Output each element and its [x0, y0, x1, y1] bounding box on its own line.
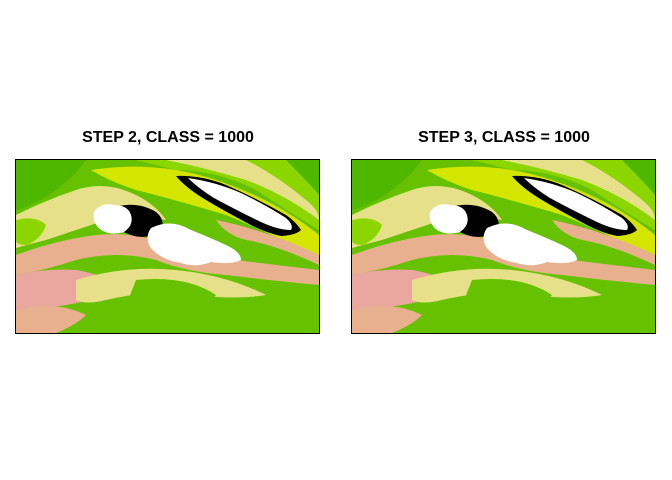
terrain-base: [452, 279, 552, 333]
void-white: [524, 178, 628, 230]
raster-map-svg: [16, 160, 319, 333]
terrain-light-green: [16, 218, 46, 245]
terrain-pale-yellow: [16, 186, 166, 248]
void-white: [429, 204, 468, 234]
raster-map-svg: [352, 160, 655, 333]
map-panel-step-2: STEP 2, CLASS = 1000: [15, 129, 320, 334]
terrain-dark-green: [286, 160, 319, 195]
terrain-pale-yellow: [352, 186, 502, 248]
panel-title: STEP 3, CLASS = 1000: [418, 129, 590, 146]
raster-map: [15, 159, 320, 334]
terrain-dark-green: [16, 160, 86, 210]
map-panel-step-3: STEP 3, CLASS = 1000: [336, 0, 672, 480]
terrain-pale-yellow: [502, 160, 655, 220]
terrain-yellow: [427, 166, 655, 260]
void-white: [93, 204, 132, 234]
terrain-salmon: [352, 234, 655, 285]
terrain-salmon: [16, 234, 319, 285]
terrain-dark-green: [622, 160, 655, 195]
terrain-salmon: [352, 306, 422, 333]
panel-title: STEP 2, CLASS = 1000: [82, 129, 254, 146]
terrain-yellow: [91, 166, 319, 260]
raster-map: [351, 159, 656, 334]
terrain-base: [116, 279, 216, 333]
terrain-light-green: [352, 218, 382, 245]
terrain-salmon: [552, 220, 655, 265]
void-white: [147, 223, 241, 266]
void-white: [483, 223, 577, 266]
terrain-dark-green: [352, 160, 422, 210]
terrain-salmon: [16, 306, 86, 333]
terrain-salmon: [216, 220, 319, 265]
terrain-pale-yellow: [166, 160, 319, 220]
void-white: [188, 178, 292, 230]
